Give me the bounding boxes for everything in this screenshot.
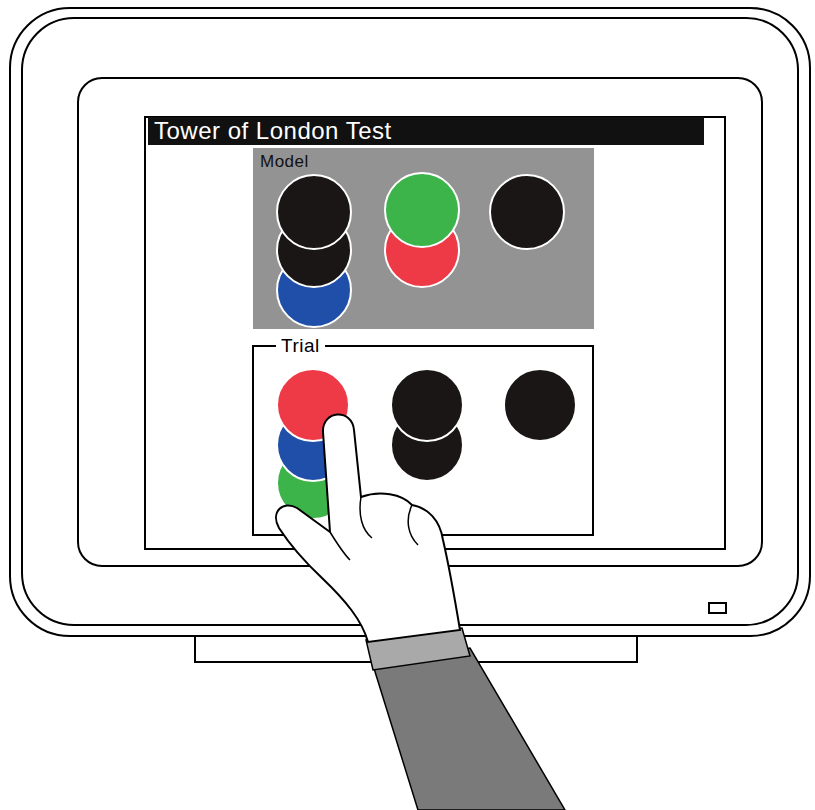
ball: [385, 213, 459, 287]
screen: [145, 117, 725, 549]
model-panel: Model: [253, 148, 594, 329]
ball: [504, 369, 576, 441]
ball: [277, 369, 349, 441]
ball: [490, 175, 564, 249]
hand-outline: [276, 414, 460, 642]
model-balls: [277, 173, 564, 327]
ball: [391, 409, 463, 481]
ball: [385, 173, 459, 247]
ball: [277, 447, 349, 519]
panel-label: Trial: [276, 335, 325, 357]
title-bar: Tower of London Test: [148, 117, 704, 145]
trial-balls: [277, 369, 576, 519]
ball: [277, 175, 351, 249]
ball: [277, 409, 349, 481]
trial-panel: Trial: [252, 345, 594, 536]
sleeve: [372, 648, 565, 810]
ball: [391, 369, 463, 441]
finger-lines: [330, 497, 418, 560]
ball: [277, 213, 351, 287]
ball: [277, 253, 351, 327]
screen-edge: [78, 78, 762, 566]
title-text: Tower of London Test: [154, 117, 392, 144]
power-button: [709, 603, 726, 613]
panel-label: Model: [260, 152, 309, 172]
monitor-bezel: [22, 18, 798, 625]
cuff: [366, 628, 470, 670]
monitor-case: [10, 8, 810, 636]
hand: [276, 414, 565, 810]
